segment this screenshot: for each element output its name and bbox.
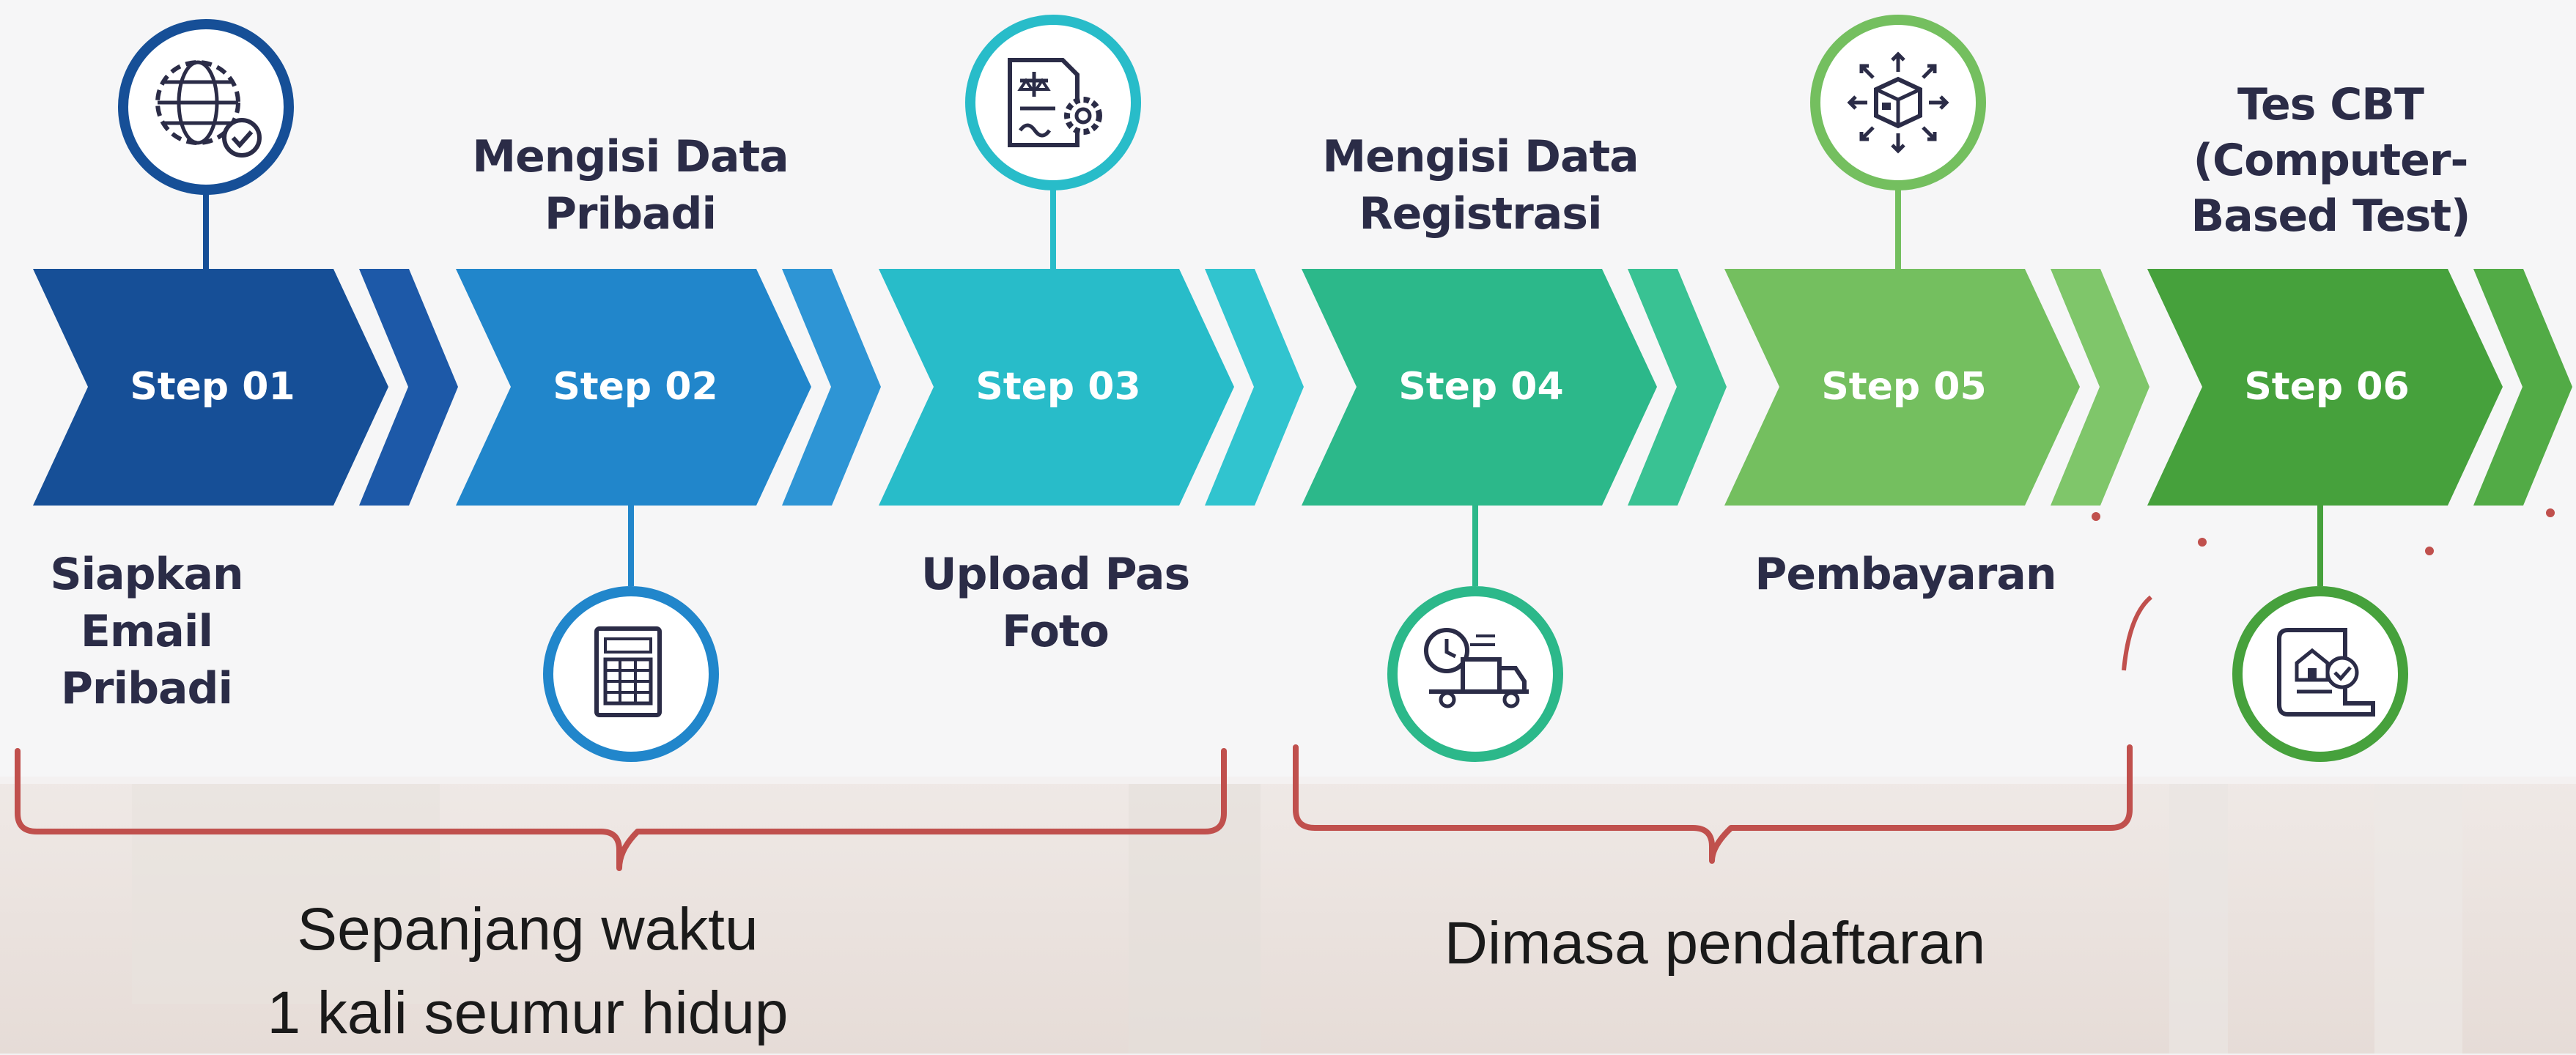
certificate-home-icon bbox=[2232, 586, 2408, 762]
group-2-caption: Dimasa pendaftaran bbox=[1444, 910, 1986, 977]
connector-lines bbox=[203, 187, 2323, 586]
step-label: Step 01 bbox=[130, 365, 295, 409]
red-marks bbox=[2092, 508, 2555, 671]
step-label: Step 02 bbox=[553, 365, 717, 409]
step-label: Step 05 bbox=[1821, 365, 1986, 409]
globe-check-icon bbox=[118, 19, 294, 195]
package-arrows-icon bbox=[1810, 15, 1986, 190]
step-chevron-01: Step 01 bbox=[33, 269, 458, 506]
step-chevron-04: Step 04 bbox=[1302, 269, 1727, 506]
step-chevron-03: Step 03 bbox=[879, 269, 1304, 506]
document-gear-icon bbox=[965, 15, 1141, 190]
step-05-title: Pembayaran bbox=[1754, 549, 2056, 600]
step-label: Step 06 bbox=[2244, 365, 2409, 409]
bracket-group-2 bbox=[1293, 744, 2133, 864]
bracket-group-1 bbox=[15, 748, 1227, 871]
step-chevron-02: Step 02 bbox=[456, 269, 881, 506]
step-06-title: Tes CBT(Computer-Based Test) bbox=[2191, 79, 2471, 242]
delivery-truck-icon bbox=[1387, 586, 1563, 762]
step-label: Step 03 bbox=[975, 365, 1140, 409]
step-chevron-05: Step 05 bbox=[1724, 269, 2149, 506]
group-1-caption: Sepanjang waktu 1 kali seumur hidup bbox=[267, 896, 789, 1046]
document-form-icon bbox=[543, 586, 719, 762]
step-label: Step 04 bbox=[1398, 365, 1563, 409]
step-chevron-06: Step 06 bbox=[2147, 269, 2572, 506]
